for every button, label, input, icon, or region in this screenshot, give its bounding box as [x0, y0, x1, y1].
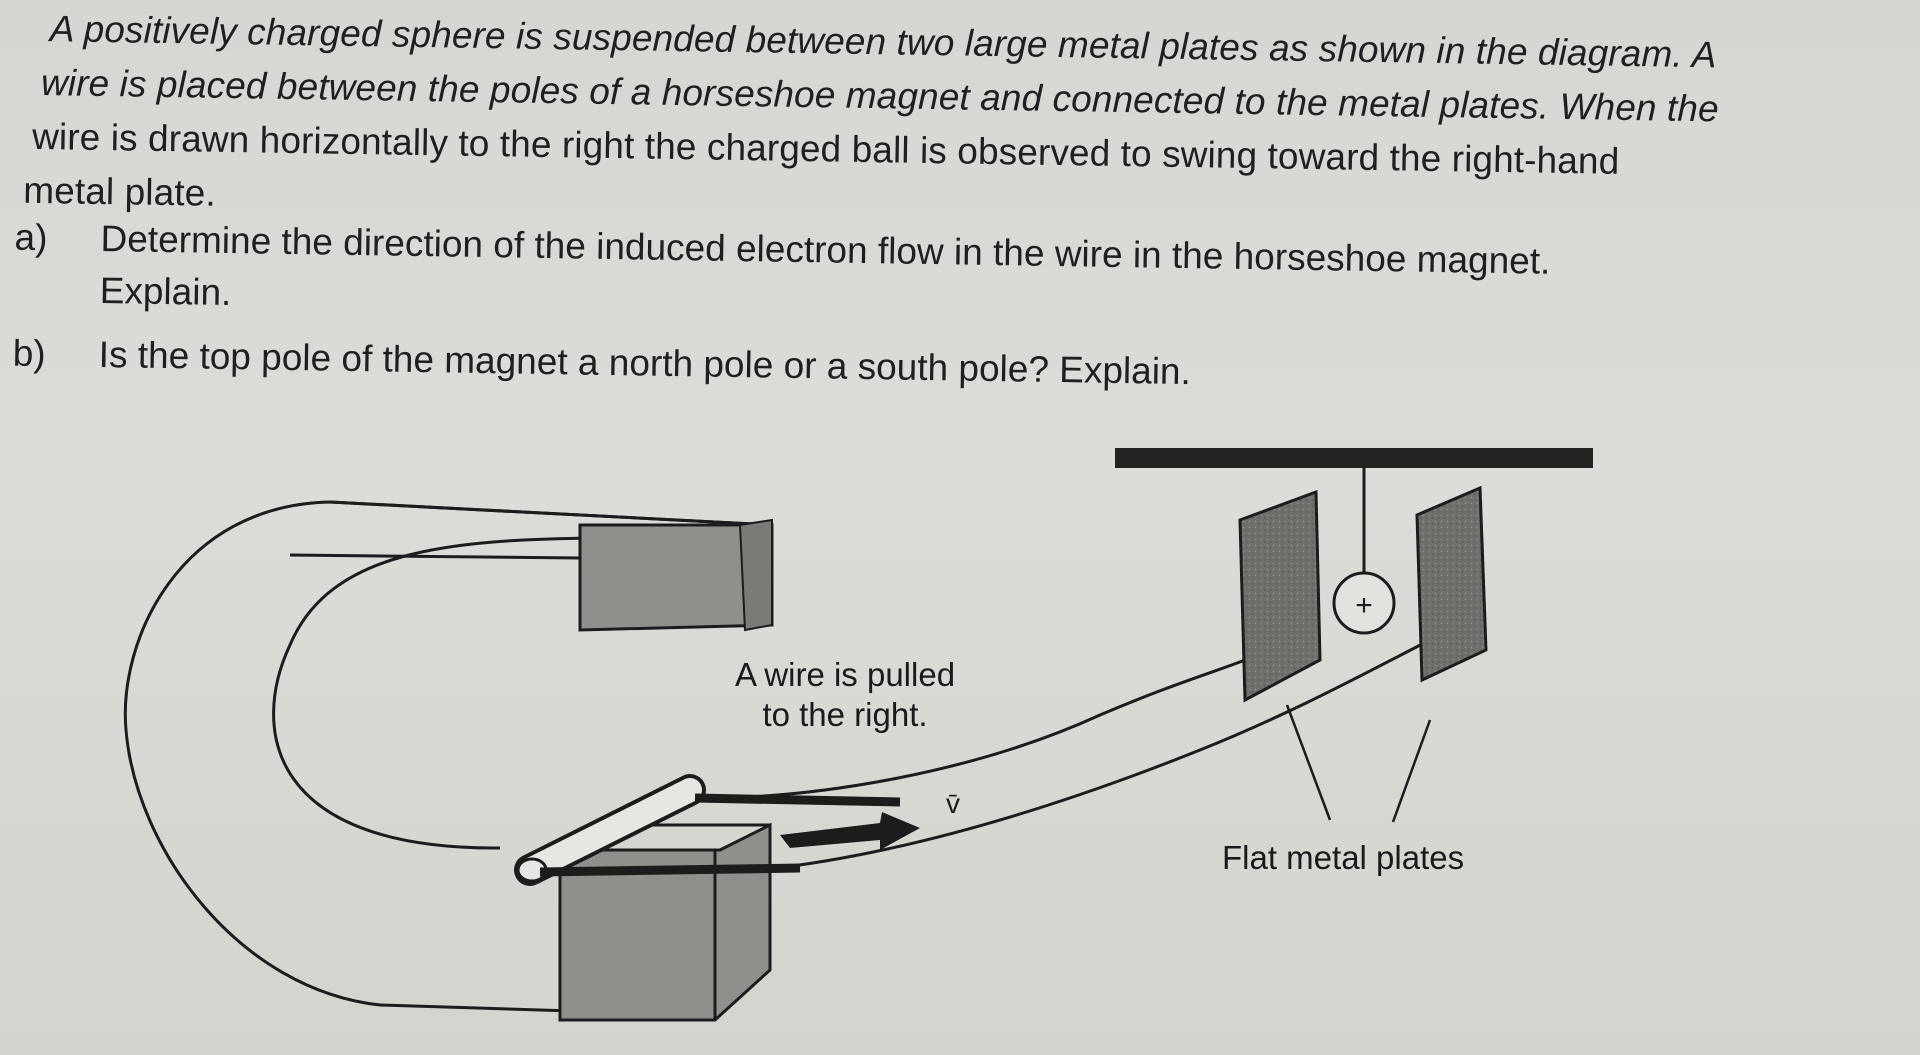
wire-label: A wire is pulled to the right. [700, 655, 990, 735]
top-pole-block [578, 518, 774, 632]
wire-label-line: to the right. [762, 696, 928, 733]
diagram-drawing: + [123, 448, 1593, 1022]
physics-diagram: + A wire is pulled to the right. v̄ Flat… [0, 430, 1920, 1055]
support-bar [1115, 448, 1593, 468]
connecting-wires [689, 633, 1441, 872]
charged-sphere [1332, 571, 1396, 635]
question-label: b) [12, 332, 46, 375]
velocity-label: v̄ [946, 788, 960, 819]
horseshoe-magnet [123, 500, 773, 1017]
question-text: Is the top pole of the magnet a north po… [98, 333, 1192, 393]
plates-label: Flat metal plates [1222, 839, 1465, 876]
sphere-charge-sign: + [1355, 589, 1373, 622]
wire-label-line: A wire is pulled [734, 656, 956, 693]
question-label: a) [14, 216, 48, 259]
problem-text: A positively charged sphere is suspended… [0, 0, 1920, 429]
right-metal-plate [1415, 485, 1488, 683]
plate-pointer-lines [1285, 704, 1432, 823]
velocity-arrow [780, 812, 920, 850]
moving-wire [514, 774, 901, 886]
problem-intro: A positively charged sphere is suspended… [23, 2, 1856, 247]
left-metal-plate [1238, 489, 1322, 703]
question-b: b) Is the top pole of the magnet a north … [12, 328, 1191, 399]
